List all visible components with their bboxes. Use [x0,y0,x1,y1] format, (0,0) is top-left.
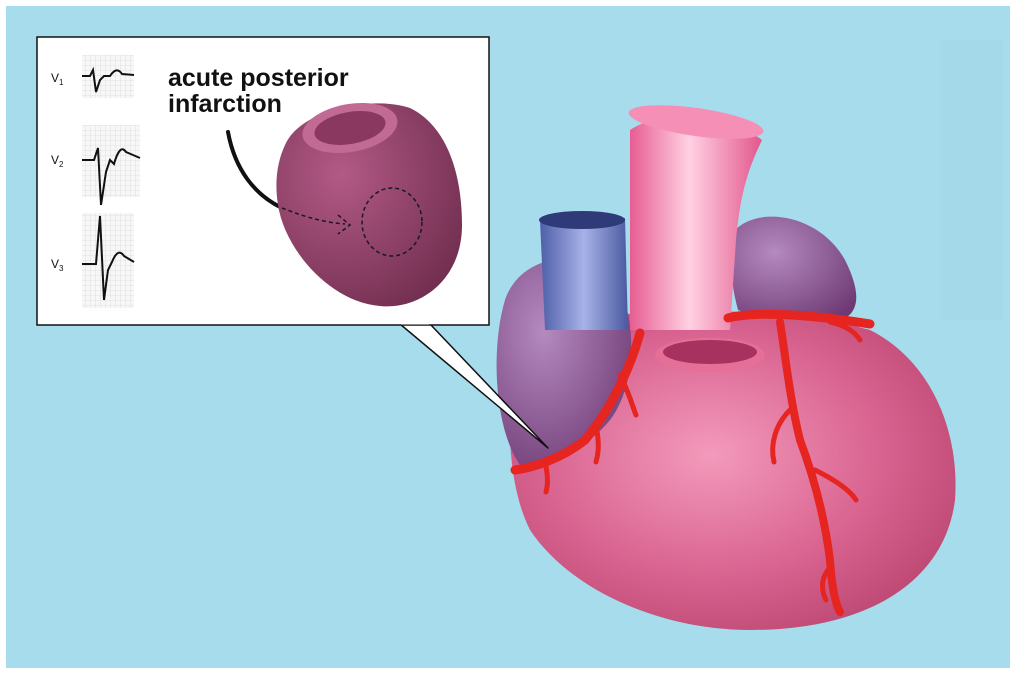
callout-title-line1: acute posterior [168,66,349,91]
vena-cava [540,218,628,330]
vena-cava-opening [539,211,625,229]
faded-panel [940,40,1002,320]
callout-title-line2: infarction [168,92,282,117]
lead-label-v2: V2 [51,154,63,171]
lead-label-v1: V1 [51,72,63,89]
ecg-strip-v1 [82,55,134,98]
ecg-strip-v2 [82,125,140,205]
ecg-strip-v3 [82,213,134,308]
lead-label-v3: V3 [51,258,63,275]
